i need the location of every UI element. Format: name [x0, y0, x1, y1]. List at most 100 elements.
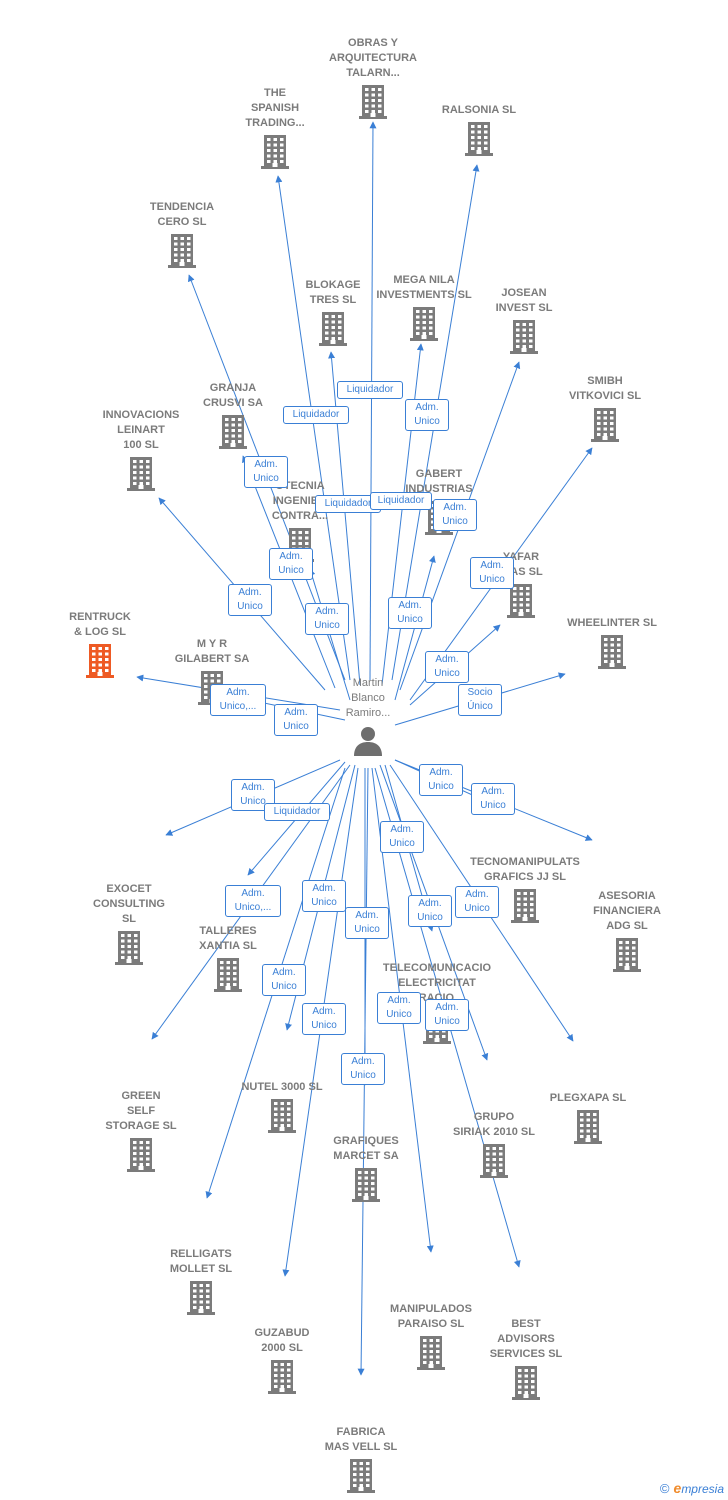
center-person-node[interactable]: Martin Blanco Ramiro...: [308, 676, 428, 758]
relation-label[interactable]: Adm. Unico: [269, 548, 313, 580]
relation-label[interactable]: Adm. Unico: [244, 456, 288, 488]
company-node-tendencia[interactable]: TENDENCIA CERO SL: [122, 200, 242, 268]
company-label: M Y R GILABERT SA: [174, 638, 250, 665]
company-node-meganila[interactable]: MEGA NILA INVESTMENTS SL: [364, 273, 484, 341]
company-node-best[interactable]: BEST ADVISORS SERVICES SL: [466, 1317, 586, 1400]
company-label: GREEN SELF STORAGE SL: [105, 1090, 177, 1132]
brand-footer: ©empresia: [660, 1480, 724, 1496]
relation-label[interactable]: Adm. Unico: [302, 1003, 346, 1035]
company-node-green[interactable]: GREEN SELF STORAGE SL: [81, 1089, 201, 1172]
edge-line: [275, 175, 351, 681]
edge-line: [369, 121, 377, 681]
company-node-wheelinter[interactable]: WHEELINTER SL: [552, 616, 672, 669]
relation-label[interactable]: Adm. Unico: [377, 992, 421, 1024]
building-icon: [214, 958, 242, 992]
building-icon: [168, 234, 196, 268]
company-label: JOSEAN INVEST SL: [495, 287, 553, 314]
company-node-asesoria[interactable]: ASESORIA FINANCIERA ADG SL: [567, 889, 687, 972]
relation-label[interactable]: Adm. Unico: [274, 704, 318, 736]
relation-label[interactable]: Adm. Unico: [380, 821, 424, 853]
company-node-josean[interactable]: JOSEAN INVEST SL: [464, 286, 584, 354]
relation-label[interactable]: Liquidador: [264, 803, 330, 821]
company-node-tecnomanip[interactable]: TECNOMANIPULATS GRAFICS JJ SL: [465, 855, 585, 923]
relation-label[interactable]: Adm. Unico: [419, 764, 463, 796]
company-label: WHEELINTER SL: [567, 617, 657, 629]
relation-label[interactable]: Adm. Unico: [425, 999, 469, 1031]
company-label: THE SPANISH TRADING...: [245, 87, 305, 129]
company-label: GUZABUD 2000 SL: [254, 1327, 310, 1354]
relation-label[interactable]: Liquidador: [315, 495, 381, 513]
building-icon: [187, 1281, 215, 1315]
company-label: OBRAS Y ARQUITECTURA TALARN...: [329, 37, 417, 79]
building-icon: [319, 312, 347, 346]
building-icon: [511, 889, 539, 923]
relation-label[interactable]: Liquidador: [283, 406, 349, 424]
building-icon: [86, 644, 114, 678]
building-icon: [115, 931, 143, 965]
copyright-mark: ©: [659, 1481, 670, 1496]
company-label: NUTEL 3000 SL: [241, 1081, 323, 1093]
building-icon: [347, 1459, 375, 1493]
relation-label[interactable]: Adm. Unico: [455, 886, 499, 918]
building-icon: [417, 1336, 445, 1370]
relation-label[interactable]: Adm. Unico: [405, 399, 449, 431]
company-label: GRAFIQUES MARCET SA: [333, 1135, 399, 1162]
relation-label[interactable]: Adm. Unico: [341, 1053, 385, 1085]
building-icon: [591, 408, 619, 442]
relation-label[interactable]: Adm. Unico: [228, 584, 272, 616]
company-node-grafiques[interactable]: GRAFIQUES MARCET SA: [306, 1134, 426, 1202]
company-node-plegxapa[interactable]: PLEGXAPA SL: [528, 1091, 648, 1144]
company-node-granja[interactable]: GRANJA CRUSVI SA: [173, 381, 293, 449]
relation-label[interactable]: Adm. Unico: [425, 651, 469, 683]
company-label: RELLIGATS MOLLET SL: [169, 1248, 233, 1275]
company-node-fabrica[interactable]: FABRICA MAS VELL SL: [301, 1425, 421, 1493]
company-node-obras[interactable]: OBRAS Y ARQUITECTURA TALARN...: [313, 36, 433, 119]
company-label: EXOCET CONSULTING SL: [93, 883, 165, 925]
building-icon: [465, 122, 493, 156]
person-icon: [354, 727, 382, 756]
company-node-ralsonia[interactable]: RALSONIA SL: [419, 103, 539, 156]
company-node-talleres[interactable]: TALLERES XANTIA SL: [168, 924, 288, 992]
relation-label[interactable]: Socio Único: [458, 684, 502, 716]
relation-label[interactable]: Liquidador: [370, 492, 432, 510]
company-node-grupo[interactable]: GRUPO SIRIAK 2010 SL: [434, 1110, 554, 1178]
relation-label[interactable]: Liquidador: [337, 381, 403, 399]
company-label: MANIPULADOS PARAISO SL: [390, 1303, 472, 1330]
relation-label[interactable]: Adm. Unico,...: [225, 885, 281, 917]
relation-label[interactable]: Adm. Unico: [305, 603, 349, 635]
relation-label[interactable]: Adm. Unico: [433, 499, 477, 531]
relation-label[interactable]: Adm. Unico: [470, 557, 514, 589]
building-icon: [480, 1144, 508, 1178]
company-node-nutel[interactable]: NUTEL 3000 SL: [222, 1080, 342, 1133]
company-node-innovacions[interactable]: INNOVACIONS LEINART 100 SL: [81, 408, 201, 491]
building-icon: [410, 307, 438, 341]
company-node-relligats[interactable]: RELLIGATS MOLLET SL: [141, 1247, 261, 1315]
company-node-guzabud[interactable]: GUZABUD 2000 SL: [222, 1326, 342, 1394]
company-label: MEGA NILA INVESTMENTS SL: [376, 274, 472, 301]
company-label: PLEGXAPA SL: [549, 1092, 627, 1104]
relation-label[interactable]: Adm. Unico: [408, 895, 452, 927]
company-node-spanish[interactable]: THE SPANISH TRADING...: [215, 86, 335, 169]
company-label: TECNOMANIPULATS GRAFICS JJ SL: [470, 856, 580, 883]
company-node-manipulados[interactable]: MANIPULADOS PARAISO SL: [371, 1302, 491, 1370]
company-node-blokage[interactable]: BLOKAGE TRES SL: [273, 278, 393, 346]
company-label: SMIBH VITKOVICI SL: [568, 375, 642, 402]
relation-label[interactable]: Adm. Unico: [302, 880, 346, 912]
company-label: OTECNIA INGENIE... CONTRA...: [271, 480, 329, 522]
building-icon: [127, 1138, 155, 1172]
relation-label[interactable]: Adm. Unico: [345, 907, 389, 939]
building-icon: [261, 135, 289, 169]
building-icon: [359, 85, 387, 119]
company-label: TENDENCIA CERO SL: [149, 201, 215, 228]
relation-label[interactable]: Adm. Unico: [471, 783, 515, 815]
company-node-smibh[interactable]: SMIBH VITKOVICI SL: [545, 374, 665, 442]
building-icon: [219, 415, 247, 449]
brand-name: mpresia: [681, 1482, 724, 1496]
relation-label[interactable]: Adm. Unico: [262, 964, 306, 996]
building-icon: [613, 938, 641, 972]
relation-label[interactable]: Adm. Unico: [388, 597, 432, 629]
company-node-rentruck[interactable]: RENTRUCK & LOG SL: [40, 610, 160, 678]
company-node-exocet[interactable]: EXOCET CONSULTING SL: [69, 882, 189, 965]
company-label: RENTRUCK & LOG SL: [69, 611, 131, 638]
relation-label[interactable]: Adm. Unico,...: [210, 684, 266, 716]
